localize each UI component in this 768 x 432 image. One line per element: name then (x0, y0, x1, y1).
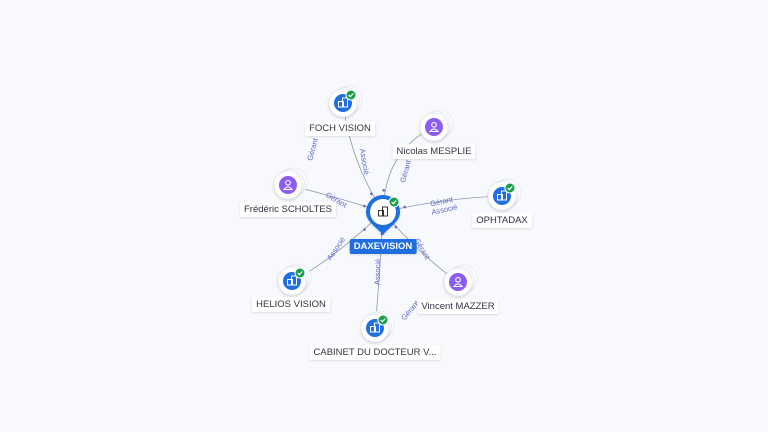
edge-arrow (394, 225, 398, 229)
edge-arrow (363, 204, 366, 208)
node-mazzer[interactable] (443, 264, 478, 297)
person-icon (279, 176, 297, 194)
check-badge-icon (294, 267, 306, 279)
check-badge-icon (345, 89, 357, 101)
node-helios[interactable] (277, 263, 312, 296)
edge-arrow (382, 189, 386, 192)
node-mesplie[interactable] (419, 109, 454, 142)
graph-nodes (273, 85, 522, 343)
edge-label: Gérant (398, 158, 413, 183)
node-foch[interactable] (328, 85, 363, 118)
edge-label: Associé (373, 259, 383, 286)
node-scholtes[interactable] (273, 167, 308, 200)
check-badge-icon (377, 314, 389, 326)
check-badge-icon (504, 182, 516, 194)
edge-label: Gérant (305, 136, 320, 161)
check-badge-icon (388, 196, 400, 208)
node-center[interactable] (366, 195, 400, 235)
node-cabinet[interactable] (360, 310, 395, 343)
node-label: Nicolas MESPLIE (392, 144, 476, 159)
node-label: Vincent MAZZER (417, 299, 499, 314)
person-icon (425, 118, 443, 136)
node-label: HELIOS VISION (252, 297, 330, 312)
node-ophtadax[interactable] (487, 178, 522, 211)
building-icon (378, 206, 388, 217)
node-label: FOCH VISION (305, 121, 375, 136)
node-label: OPHTADAX (472, 213, 532, 228)
person-icon (449, 273, 467, 291)
edge-arrow (403, 205, 407, 209)
edge-arrow (370, 192, 373, 196)
edge-label: Associé (358, 148, 371, 175)
edge-label: Associé (325, 235, 347, 262)
edge-arrow (363, 228, 366, 231)
node-label: CABINET DU DOCTEUR V... (309, 345, 441, 360)
node-label: Frédéric SCHOLTES (240, 202, 336, 217)
node-label: DAXEVISION (349, 239, 417, 254)
